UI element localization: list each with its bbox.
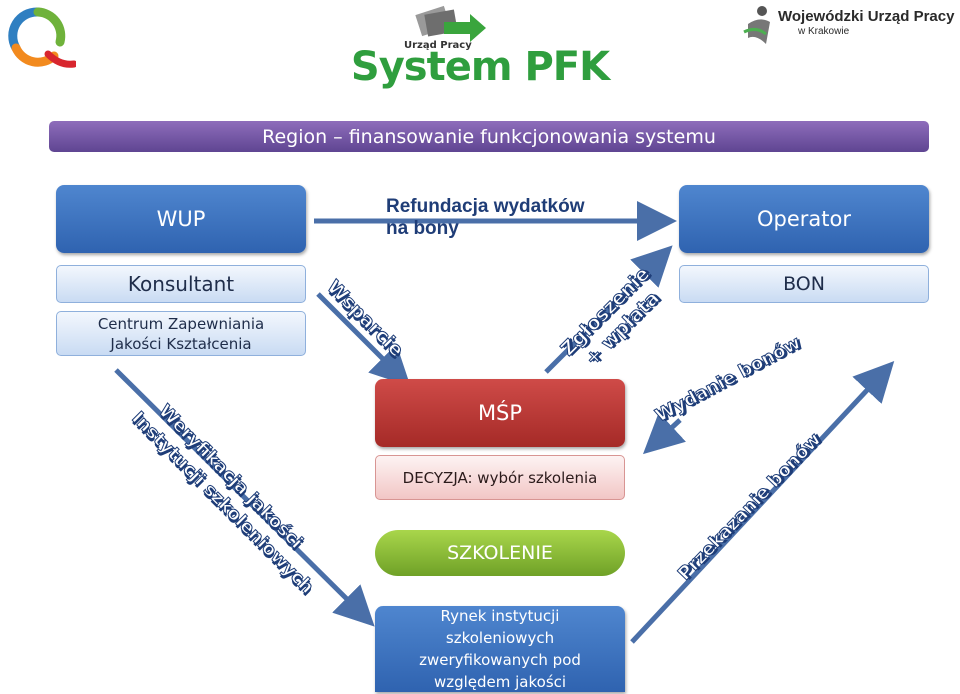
- node-bon: BON: [679, 265, 929, 303]
- arrow-zgloszenie: [544, 245, 673, 374]
- arrow-weryfikacja: [114, 368, 375, 627]
- node-operator: Operator: [679, 185, 929, 253]
- node-centrum-line2: Jakości Kształcenia: [110, 334, 252, 353]
- node-centrum: Centrum Zapewniania Jakości Kształcenia: [56, 311, 306, 356]
- q-logo: [8, 7, 76, 68]
- node-wup: WUP: [56, 185, 306, 253]
- q-logo-ring-green: [33, 7, 66, 47]
- wup-krakow-logo-title: Wojewódzki Urząd Pracy: [778, 8, 955, 25]
- node-szkolenie: SZKOLENIE: [375, 530, 625, 576]
- node-decyzja: DECYZJA: wybór szkolenia: [375, 455, 625, 500]
- q-logo-ring-blue: [8, 7, 43, 53]
- node-rynek-line2: szkoleniowych: [445, 629, 555, 647]
- q-logo-tail: [44, 50, 76, 68]
- urzad-pracy-logo-icon: [415, 5, 486, 42]
- node-rynek-line3: zweryfikowanych pod: [419, 651, 581, 669]
- arrow-wydanie: [642, 412, 686, 455]
- label-refundacja-line2: na bony: [386, 218, 459, 239]
- arrow-przekazanie: [630, 361, 895, 644]
- label-refundacja-line1: Refundacja wydatków: [386, 196, 585, 217]
- node-rynek: Rynek instytucji szkoleniowych zweryfiko…: [375, 606, 625, 692]
- label-refundacja: Refundacja wydatków na bony: [386, 196, 585, 240]
- arrow-wsparcie: [316, 292, 411, 387]
- node-rynek-line4: względem jakości: [433, 673, 567, 691]
- wup-krakow-logo-icon: [743, 6, 770, 44]
- wup-krakow-logo-subtitle: w Krakowie: [798, 26, 850, 37]
- node-msp: MŚP: [375, 379, 625, 447]
- node-centrum-line1: Centrum Zapewniania: [97, 314, 265, 333]
- region-banner: Region – finansowanie funkcjonowania sys…: [49, 121, 929, 152]
- page-title: System PFK: [350, 44, 610, 90]
- node-konsultant: Konsultant: [56, 265, 306, 303]
- urzad-pracy-logo-text: Urząd Pracy: [404, 40, 472, 51]
- node-rynek-line1: Rynek instytucji: [440, 607, 560, 625]
